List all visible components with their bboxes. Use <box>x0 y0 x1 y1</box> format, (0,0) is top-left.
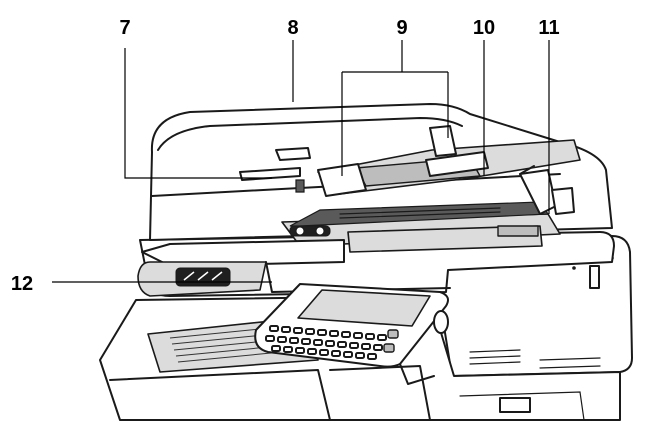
document-guide-left <box>317 163 367 197</box>
document-glass-strip <box>137 239 451 297</box>
front-handle <box>499 397 531 413</box>
callout-7: 7 <box>119 17 130 39</box>
front-grip-ridges <box>175 267 231 287</box>
cover-open-lever <box>239 167 301 181</box>
touch-screen <box>297 289 431 327</box>
callout-9: 9 <box>396 17 407 39</box>
panel-tilt-knob <box>433 310 449 334</box>
tray-stopper <box>497 225 539 237</box>
document-guide-right <box>429 125 457 157</box>
keypad <box>265 325 399 360</box>
side-latch <box>589 265 600 289</box>
callout-11: 11 <box>538 17 559 39</box>
callout-12: 12 <box>11 273 33 295</box>
callout-10: 10 <box>473 17 495 39</box>
control-panel <box>254 283 449 385</box>
feed-rollers <box>289 207 501 237</box>
callout-8: 8 <box>287 17 298 39</box>
leader-7 <box>124 48 272 179</box>
leader-lines <box>52 40 550 283</box>
